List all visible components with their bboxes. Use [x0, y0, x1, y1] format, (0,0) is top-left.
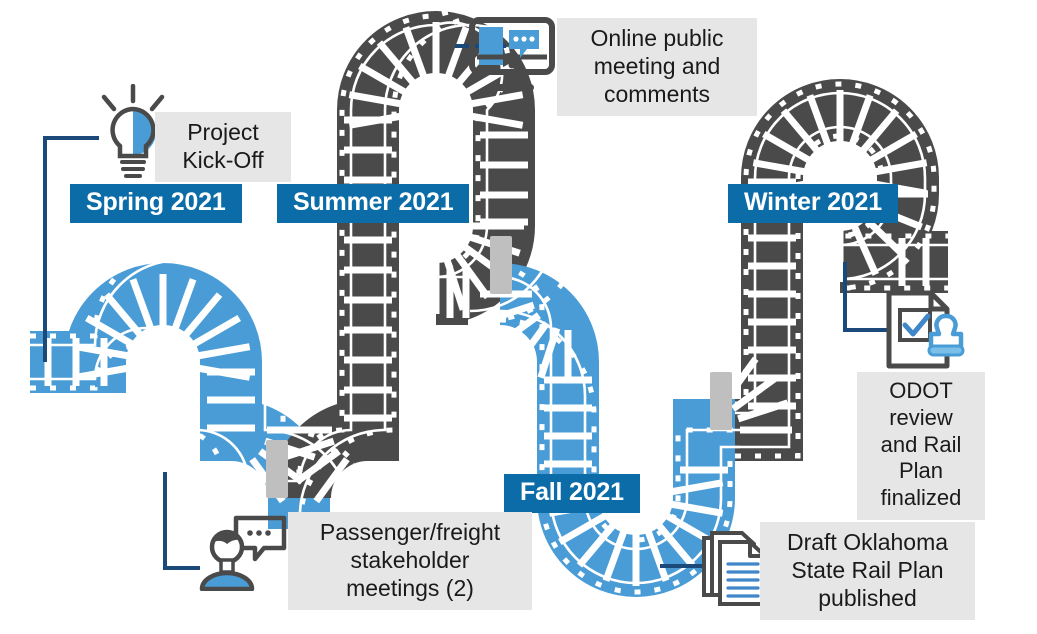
- season-label-summer-2021[interactable]: Summer 2021: [277, 184, 470, 223]
- coupler-spring-summer: [266, 440, 288, 498]
- callout-online-public-meeting[interactable]: Online public meeting and comments: [557, 18, 757, 117]
- approved-document-stamp-icon-holder: [884, 288, 970, 372]
- coupler-summer-fall: [490, 236, 512, 294]
- person-speech-icon-holder: [198, 515, 290, 591]
- track-couplers: [266, 236, 732, 498]
- lightbulb-icon-holder: [92, 84, 174, 184]
- lightbulb-icon: [101, 84, 165, 178]
- approved-document-stamp-icon: [886, 290, 965, 369]
- callout-stakeholder-meetings[interactable]: Passenger/freight stakeholder meetings (…: [288, 512, 532, 611]
- leader-project-kickoff: [43, 136, 99, 362]
- coupler-fall-winter: [710, 372, 732, 430]
- season-label-fall-2021[interactable]: Fall 2021: [504, 474, 640, 513]
- track-ballast-dashes: [30, 9, 948, 595]
- person-speech-icon: [199, 515, 287, 591]
- callout-draft-rail-plan[interactable]: Draft Oklahoma State Rail Plan published: [760, 522, 975, 621]
- callout-project-kickoff[interactable]: Project Kick-Off: [155, 112, 291, 183]
- leader-odot-review: [843, 262, 890, 332]
- season-label-winter-2021[interactable]: Winter 2021: [728, 184, 898, 223]
- leader-stakeholder: [163, 472, 200, 570]
- monitor-comment-icon: [469, 17, 555, 91]
- monitor-comment-icon-holder: [468, 16, 556, 94]
- season-label-spring-2021[interactable]: Spring 2021: [70, 184, 242, 223]
- callout-odot-review[interactable]: ODOT review and Rail Plan finalized: [857, 372, 985, 521]
